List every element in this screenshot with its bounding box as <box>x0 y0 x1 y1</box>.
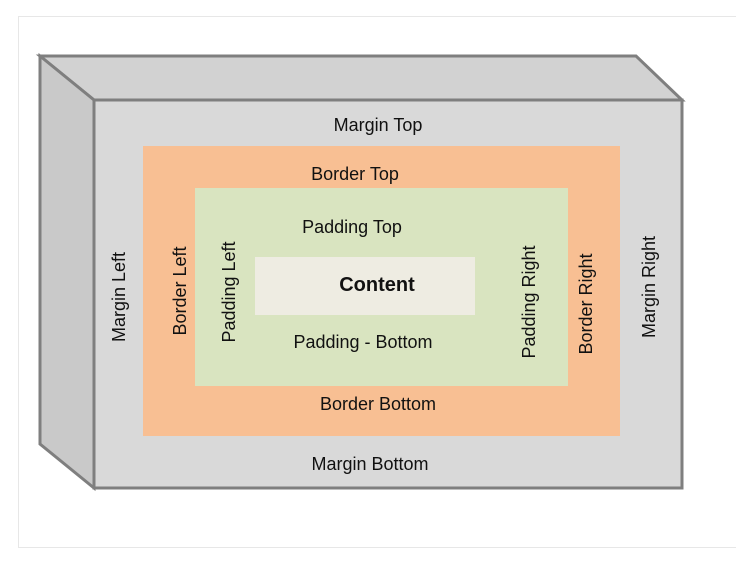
margin-left-bevel <box>38 52 96 492</box>
border-bottom-label: Border Bottom <box>319 394 437 414</box>
margin-left-label: Margin Left <box>109 251 129 343</box>
content-box <box>255 257 475 315</box>
content-label: Content <box>339 274 415 296</box>
margin-top-label: Margin Top <box>333 115 423 135</box>
padding-top-label: Padding Top <box>302 217 402 237</box>
padding-right-label: Padding Right <box>519 245 539 359</box>
border-left-label: Border Left <box>170 246 190 336</box>
padding-left-label: Padding Left <box>219 241 239 343</box>
border-right-label: Border Right <box>576 253 596 355</box>
margin-bottom-label: Margin Bottom <box>311 454 429 474</box>
margin-right-label: Margin Right <box>639 235 659 339</box>
padding-bottom-label: Padding - Bottom <box>293 332 433 352</box>
border-top-label: Border Top <box>311 164 399 184</box>
margin-top-bevel <box>35 54 686 102</box>
